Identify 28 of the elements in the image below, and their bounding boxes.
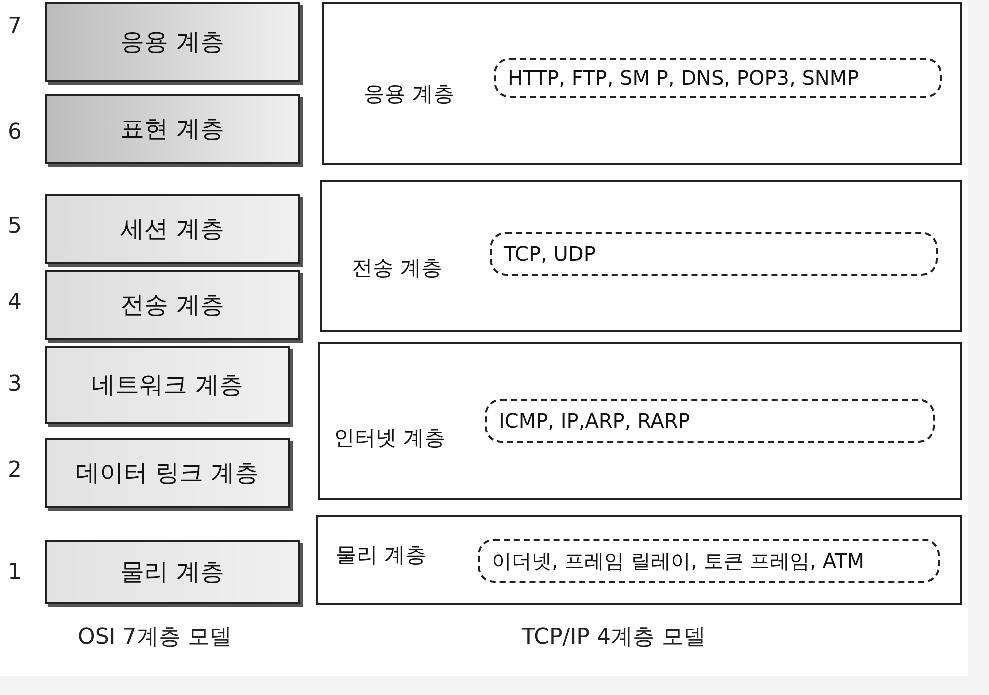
layer-number: 2 <box>8 458 22 483</box>
layer-name: 전송 계층 <box>352 255 443 282</box>
layer-name: 물리 계층 <box>336 542 427 569</box>
layer-number: 1 <box>8 560 22 585</box>
layer-panel <box>316 515 962 605</box>
protocol-group: 이더넷, 프레임 릴레이, 토큰 프레임, ATM <box>478 539 940 583</box>
layer-name: 응용 계층 <box>364 81 455 108</box>
layer-name: 인터넷 계층 <box>334 425 446 452</box>
layer-box: 표현 계층 <box>45 94 300 164</box>
layer-number: 5 <box>8 214 22 239</box>
protocol-group: HTTP, FTP, SM P, DNS, POP3, SNMP <box>494 58 942 98</box>
layer-box: 네트워크 계층 <box>45 346 290 424</box>
protocol-group: TCP, UDP <box>490 232 938 276</box>
layer-box: 세션 계층 <box>45 194 300 264</box>
protocol-group: ICMP, IP,ARP, RARP <box>485 399 935 443</box>
model-caption: TCP/IP 4계층 모델 <box>522 624 706 652</box>
layer-box: 전송 계층 <box>45 270 300 340</box>
layer-panel <box>322 2 962 165</box>
layer-box: 데이터 링크 계층 <box>45 438 290 508</box>
layer-number: 7 <box>8 14 22 39</box>
layer-number: 3 <box>8 372 22 397</box>
layer-number: 6 <box>8 120 22 145</box>
layer-box: 물리 계층 <box>45 540 300 604</box>
layer-panel <box>320 180 962 332</box>
layer-number: 4 <box>8 290 22 315</box>
layer-box: 응용 계층 <box>45 2 300 82</box>
layer-panel <box>318 342 962 500</box>
model-caption: OSI 7계층 모델 <box>78 624 232 652</box>
